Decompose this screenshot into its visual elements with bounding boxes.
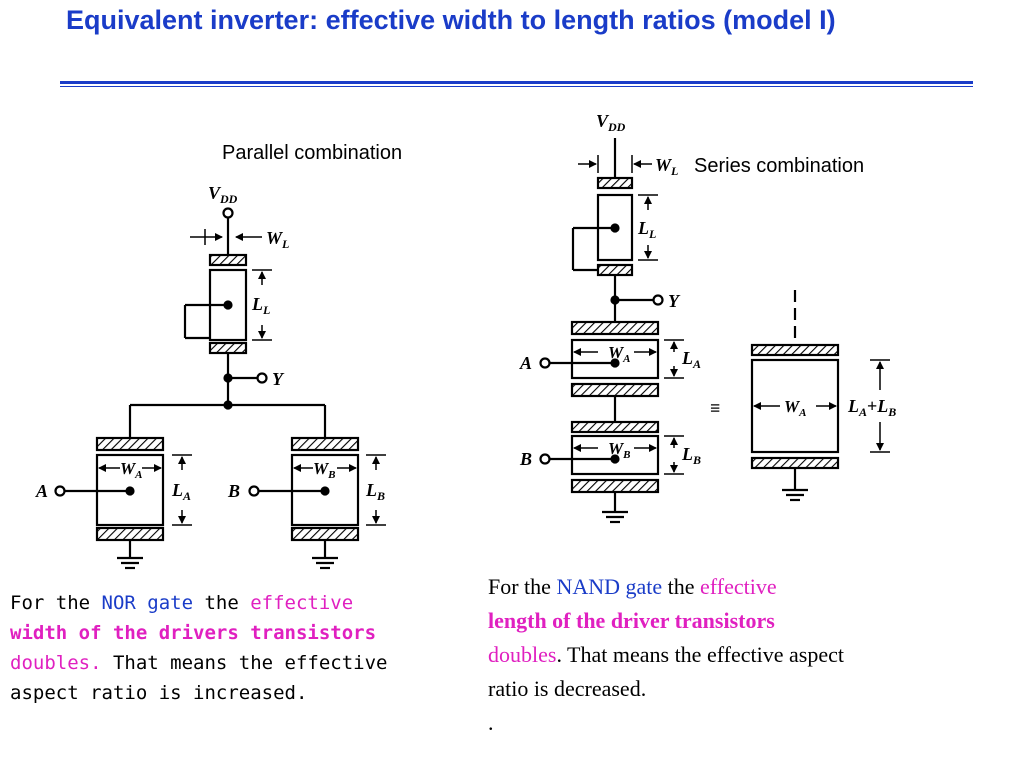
nor-text-part1: For the: [10, 592, 102, 614]
equivalent-w-label: WA: [784, 397, 806, 419]
right-wl-label: WL: [655, 155, 678, 178]
left-load-top-contact: [208, 253, 248, 267]
right-vdd-label: VDD: [596, 111, 626, 134]
nand-text-doubles: doubles: [488, 642, 557, 667]
right-driver-a-top-contact: [570, 320, 660, 336]
left-driver-b-bottom-contact: [290, 526, 360, 542]
nor-text-doubles: doubles.: [10, 652, 102, 674]
left-lb-label: LB: [365, 480, 385, 503]
left-input-b-label: B: [227, 481, 240, 501]
parallel-nor-diagram: VDD WL LL Y WA: [35, 183, 386, 570]
left-input-a-label: A: [35, 481, 48, 501]
title-rule-thin: [60, 86, 973, 87]
right-wa-label: WA: [608, 343, 630, 365]
nand-explanation: For the NAND gate the effective length of…: [488, 570, 888, 740]
right-wb-label: WB: [608, 439, 630, 461]
title-rule-thick: [60, 81, 973, 84]
right-driver-b-bottom-contact: [570, 478, 660, 494]
equivalence-symbol: ≡: [710, 398, 720, 418]
nor-explanation: For the NOR gate the effective width of t…: [10, 588, 450, 708]
nand-text-length-phrase: length of the driver transistors: [488, 608, 775, 633]
right-driver-b-top-contact: [570, 420, 660, 434]
left-vdd-terminal: [222, 207, 234, 219]
left-driver-a-top-contact: [95, 436, 165, 452]
right-driver-a-bottom-contact: [570, 382, 660, 398]
left-ll-label: LL: [251, 294, 270, 317]
series-nand-diagram: VDD WL LL Y WA A: [519, 111, 896, 524]
nand-text-effective: effective: [700, 574, 777, 599]
left-la-label: LA: [171, 480, 191, 503]
left-load-bottom-contact: [208, 341, 248, 355]
nand-text-part2: the: [662, 574, 701, 599]
right-ll-label: LL: [637, 218, 656, 241]
right-load-top-contact: [596, 176, 634, 190]
parallel-heading: Parallel combination: [222, 142, 403, 164]
right-lb-label: LB: [681, 444, 701, 467]
nor-text-width-phrase: width of the drivers transistors: [10, 622, 377, 644]
equivalent-length-label: LA+LB: [847, 396, 896, 419]
left-wl-label: WL: [266, 228, 289, 251]
equivalent-bottom-contact: [750, 456, 840, 470]
left-wb-label: WB: [313, 459, 335, 481]
left-driver-b-top-contact: [290, 436, 360, 452]
nor-text-part2: the: [193, 592, 251, 614]
nor-text-effective: effective: [250, 592, 354, 614]
nand-text-conclusion: . That means the effective aspect ratio …: [488, 642, 844, 701]
series-heading: Series combination: [694, 155, 865, 177]
right-load-bottom-contact: [596, 263, 634, 277]
nand-trailing-dot: .: [488, 710, 494, 735]
right-output-label: Y: [668, 291, 681, 311]
equivalent-top-contact: [750, 343, 840, 357]
nand-gate-term: NAND gate: [556, 574, 663, 599]
nor-gate-term: NOR gate: [101, 592, 194, 614]
left-wa-label: WA: [120, 459, 142, 481]
nor-text-conclusion: That means the effective aspect ratio is…: [10, 652, 388, 704]
left-output-label: Y: [272, 369, 285, 389]
right-input-b-label: B: [519, 449, 532, 469]
slide-title: Equivalent inverter: effective width to …: [66, 5, 836, 35]
nand-text-part1: For the: [488, 574, 557, 599]
right-input-a-label: A: [519, 353, 532, 373]
left-driver-a-bottom-contact: [95, 526, 165, 542]
right-la-label: LA: [681, 348, 701, 371]
left-vdd-label: VDD: [208, 183, 238, 206]
